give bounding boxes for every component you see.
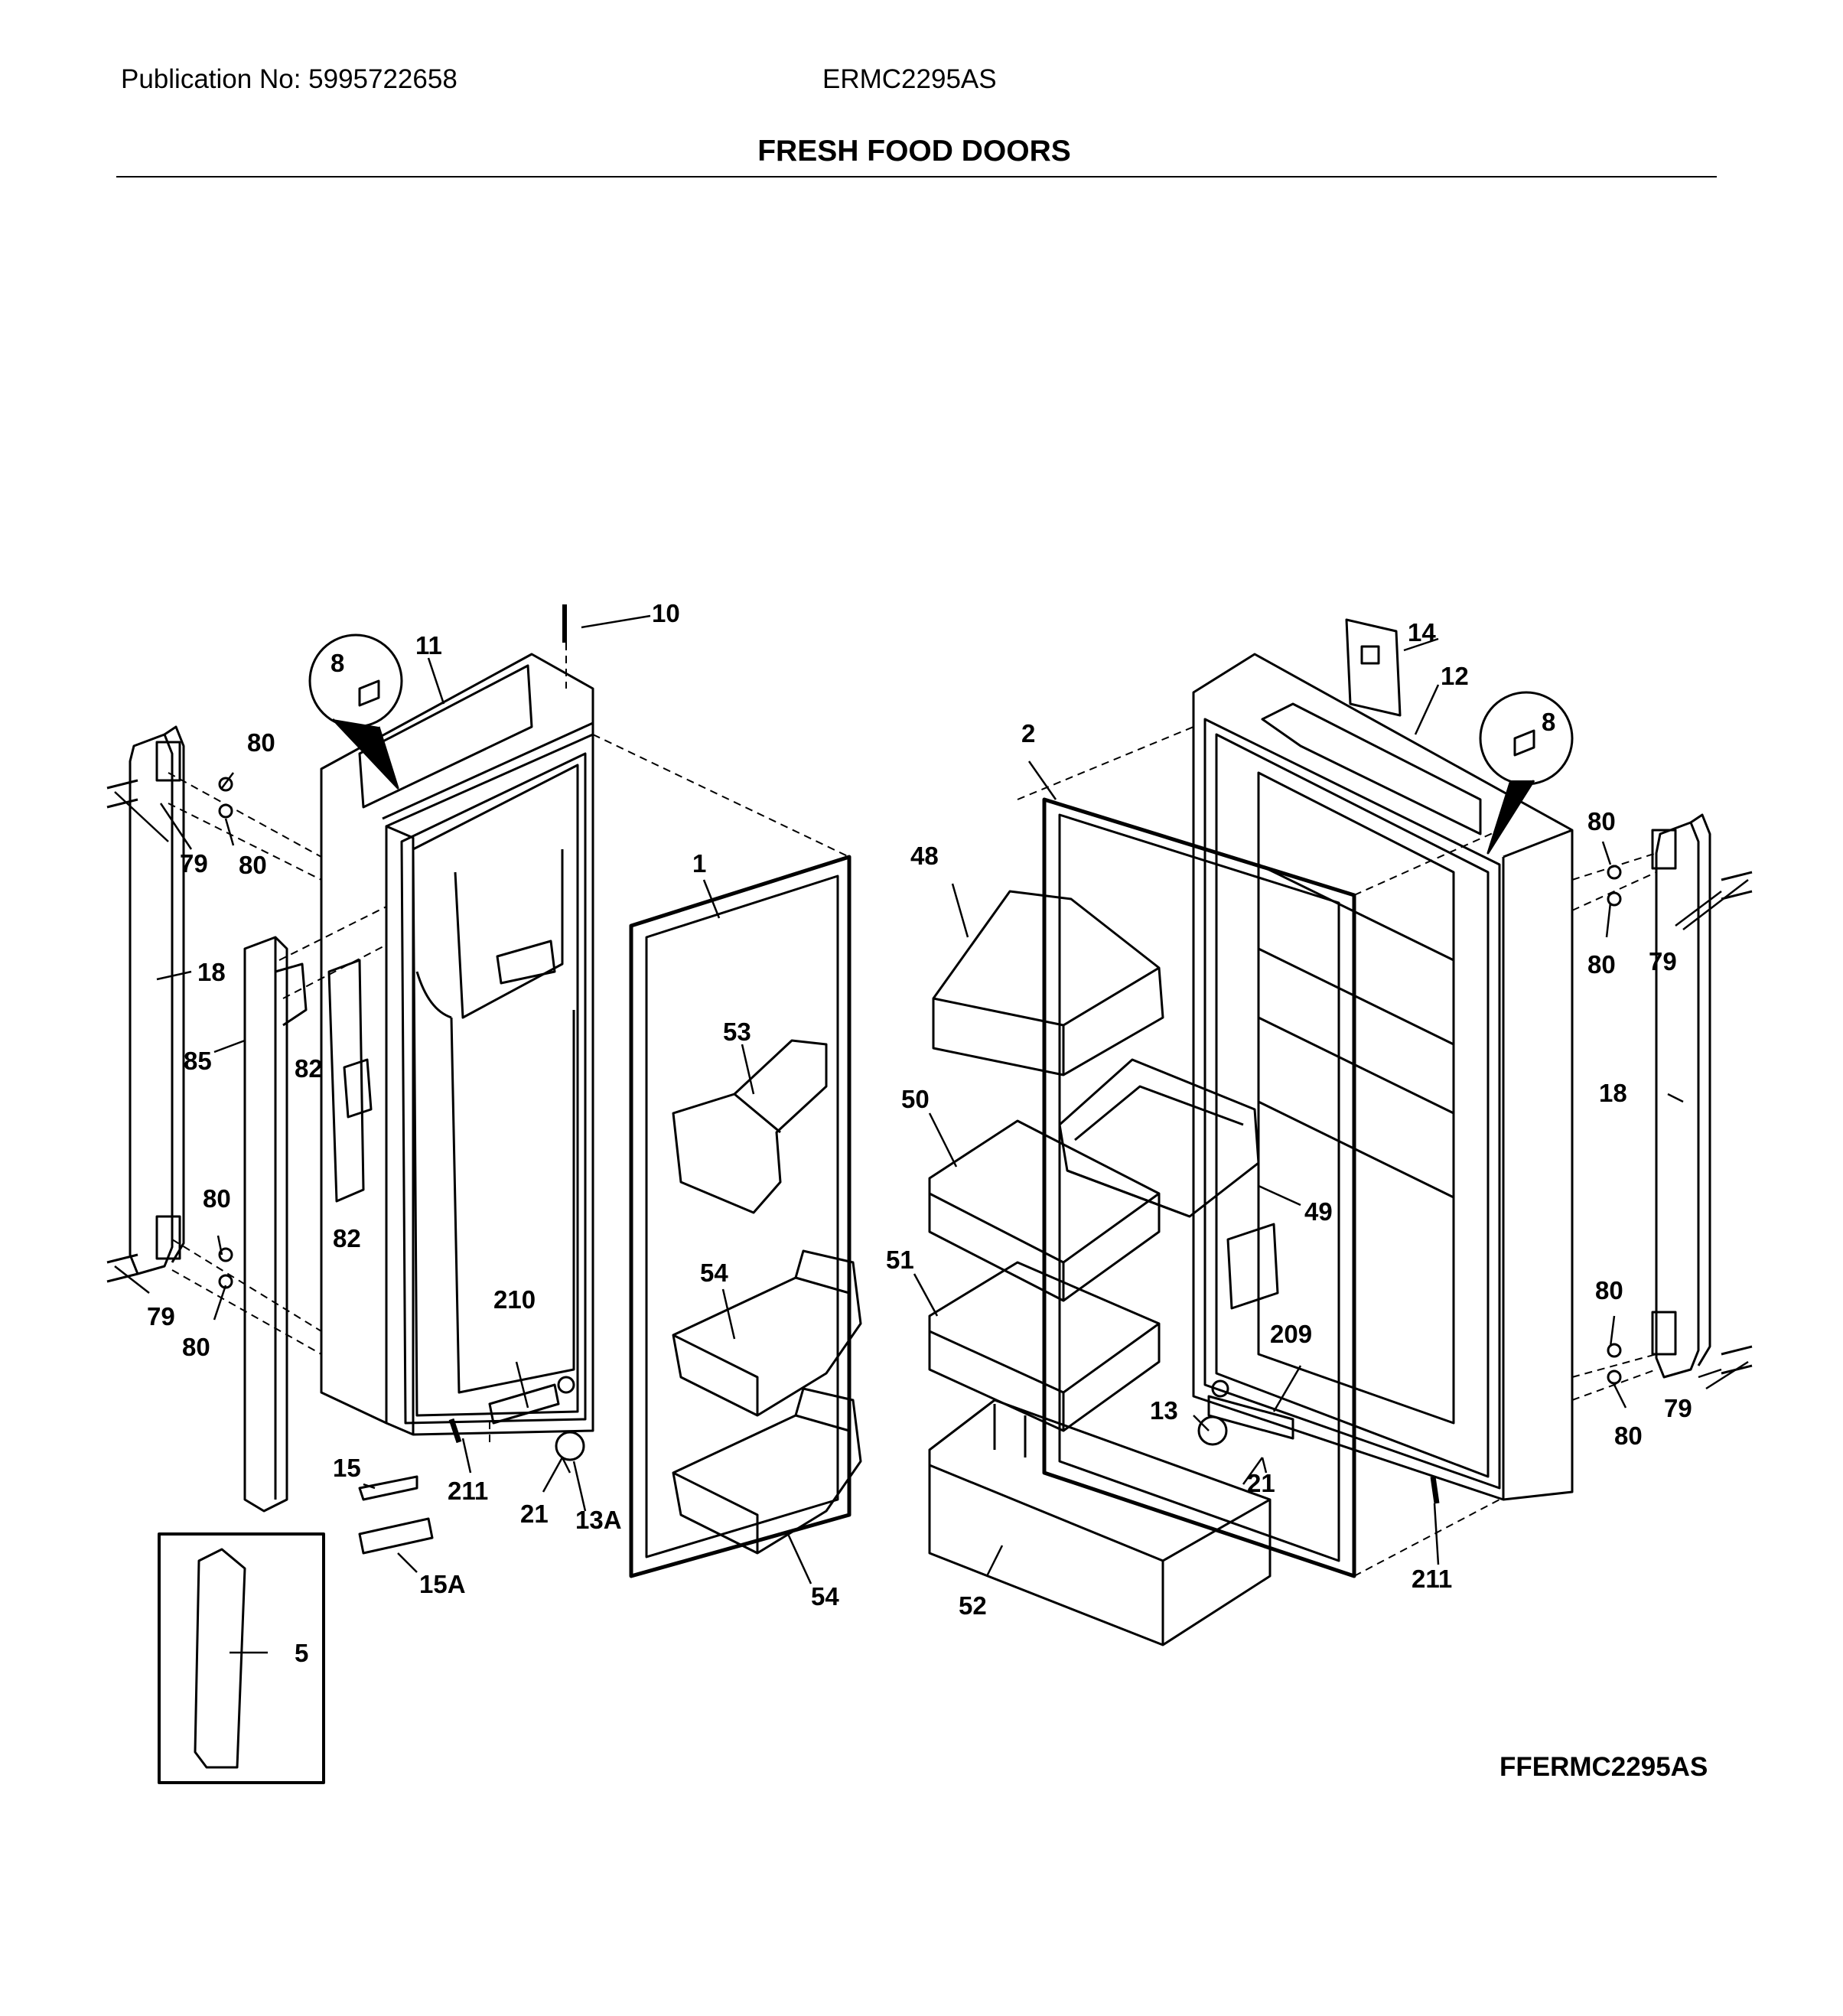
- hinge-209: [1197, 1379, 1294, 1446]
- callout-80-b: 80: [239, 851, 267, 879]
- right-bin-49: [1058, 1058, 1260, 1218]
- detail-pointer-right: [1486, 780, 1535, 855]
- callout-80-g: 80: [1595, 1276, 1623, 1304]
- callout-52: 52: [959, 1591, 987, 1620]
- left-door-handle: [129, 725, 185, 1275]
- callout-80-e: 80: [1587, 807, 1616, 835]
- callout-82-top: 82: [295, 1054, 323, 1083]
- logo-plate-14: [1345, 618, 1402, 717]
- right-bin-52: [928, 1399, 1272, 1646]
- callout-21-right: 21: [1247, 1469, 1275, 1497]
- callout-54-top: 54: [700, 1259, 728, 1287]
- left-trim-strip: [243, 936, 308, 1513]
- hinge-hardware: [106, 777, 1753, 1385]
- callout-51: 51: [886, 1246, 914, 1274]
- callout-50: 50: [901, 1085, 930, 1113]
- callout-79-bottom-left: 79: [147, 1302, 175, 1330]
- callout-53: 53: [723, 1018, 751, 1046]
- hinge-210: [488, 1376, 585, 1461]
- callout-18-right: 18: [1599, 1079, 1627, 1107]
- callout-85: 85: [184, 1047, 212, 1075]
- callout-82-bottom: 82: [333, 1224, 361, 1252]
- right-door-gasket: [1042, 797, 1356, 1578]
- left-door-gasket: [629, 855, 851, 1578]
- callout-79-top-left: 79: [180, 849, 208, 878]
- callout-49: 49: [1304, 1197, 1333, 1226]
- part-8-left: [358, 679, 380, 707]
- left-door-bin-bottom: [672, 1387, 862, 1555]
- screw-211-right: [1430, 1476, 1440, 1504]
- left-door-bin-middle: [672, 1249, 862, 1417]
- callout-14: 14: [1408, 618, 1436, 646]
- left-door-shell: [320, 653, 594, 1436]
- callout-80-a: 80: [247, 728, 275, 757]
- right-bin-48: [932, 890, 1164, 1076]
- callout-210: 210: [493, 1285, 536, 1314]
- callout-211-left: 211: [448, 1477, 488, 1505]
- right-bin-50: [928, 1119, 1161, 1302]
- model-number: ERMC2295AS: [822, 64, 997, 94]
- control-panel-inset-frame: [158, 1532, 325, 1784]
- callout-8-left: 8: [331, 649, 344, 677]
- publication-number: Publication No: 5995722658: [121, 64, 457, 94]
- dispenser-opening: [327, 959, 373, 1203]
- callout-8-right: 8: [1542, 708, 1555, 736]
- detail-circle-8-left: [308, 633, 403, 728]
- callout-21-left: 21: [520, 1500, 549, 1528]
- header-rule: [116, 176, 1717, 177]
- callout-80-f: 80: [1587, 950, 1616, 979]
- callout-54-bottom: 54: [811, 1582, 839, 1611]
- callout-80-d: 80: [182, 1333, 210, 1361]
- part-8-right: [1513, 729, 1535, 757]
- detail-circle-8-right: [1479, 691, 1574, 786]
- detail-pointer-left: [331, 718, 399, 790]
- right-bin-51: [928, 1261, 1161, 1432]
- callout-1: 1: [692, 849, 706, 878]
- callout-80-c: 80: [203, 1184, 231, 1213]
- trim-15: [358, 1475, 434, 1555]
- callout-209: 209: [1270, 1320, 1312, 1348]
- callout-13: 13: [1150, 1396, 1178, 1425]
- page-title: FRESH FOOD DOORS: [757, 135, 1071, 168]
- callout-80-h: 80: [1614, 1422, 1643, 1450]
- callout-79-bottom-right: 79: [1664, 1394, 1692, 1422]
- left-door-bin-small: [672, 1039, 828, 1214]
- callout-18-left: 18: [197, 958, 226, 986]
- screw-211-left: [448, 1418, 462, 1444]
- control-panel: [194, 1548, 246, 1769]
- callout-10: 10: [652, 599, 680, 627]
- callout-15A: 15A: [419, 1570, 466, 1598]
- callout-48: 48: [910, 842, 939, 870]
- callout-2: 2: [1021, 719, 1035, 747]
- callout-13A: 13A: [575, 1506, 622, 1534]
- callout-15: 15: [333, 1454, 361, 1482]
- callout-5: 5: [295, 1639, 308, 1667]
- callout-11: 11: [415, 631, 442, 660]
- diagram-code: FFERMC2295AS: [1499, 1752, 1708, 1782]
- right-door-handle: [1651, 813, 1711, 1379]
- leader-lines: [114, 614, 1749, 1654]
- callout-211-right: 211: [1412, 1565, 1452, 1593]
- right-door-shell: [1192, 653, 1574, 1501]
- callout-12: 12: [1441, 662, 1469, 690]
- callout-79-top-right: 79: [1649, 947, 1677, 975]
